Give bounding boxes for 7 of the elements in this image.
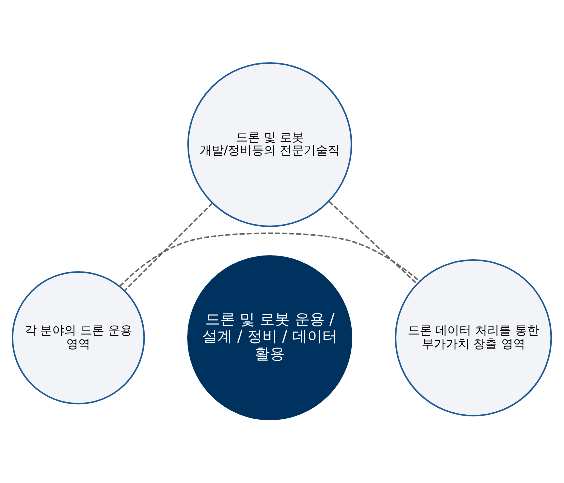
connector — [124, 202, 214, 292]
connector — [119, 232, 421, 288]
connector — [328, 201, 418, 285]
node-circle: 각 분야의 드론 운용 영역 — [12, 271, 146, 405]
node-circle: 드론 데이터 처리를 통한 부가가치 창출 영역 — [395, 259, 552, 417]
node-circle: 드론 및 로봇 개발/정비등의 전문기술직 — [188, 62, 352, 228]
node-circle: 드론 및 로봇 운용 / 설계 / 정비 / 데이터 활용 — [188, 256, 353, 421]
